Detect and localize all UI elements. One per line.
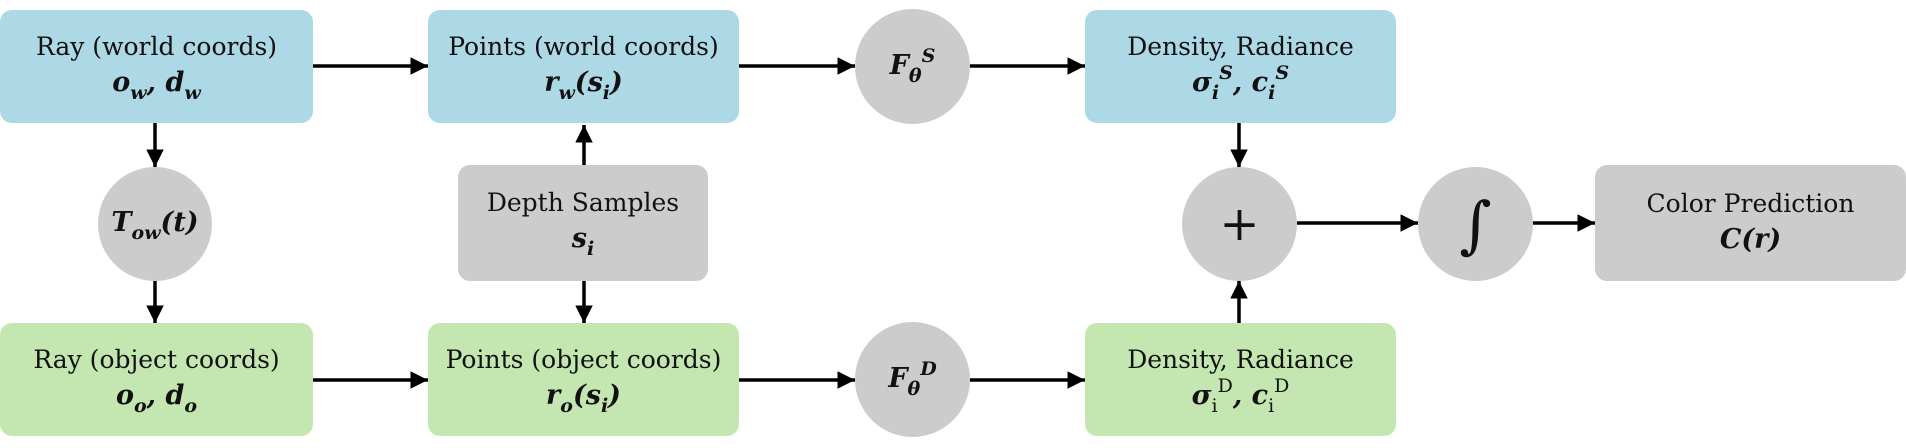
color-prediction-label: Color Prediction — [1646, 189, 1855, 218]
depth-samples-math: si — [571, 223, 595, 260]
integral-icon: ∫ — [1459, 187, 1492, 261]
integral-node: ∫ — [1418, 167, 1533, 281]
points-object-label: Points (object coords) — [445, 344, 722, 374]
ray-world-box: Ray (world coords) ow, dw — [0, 10, 313, 123]
plus-node: + — [1182, 167, 1297, 281]
plus-icon: + — [1219, 196, 1260, 252]
ray-object-math: oo, do — [115, 379, 198, 417]
color-prediction-box: Color Prediction C(r) — [1595, 165, 1906, 281]
points-object-box: Points (object coords) ro(si) — [428, 323, 739, 436]
density-dynamic-box: Density, Radiance σiD, ciD — [1085, 323, 1396, 436]
density-static-box: Density, Radiance σiS, ciS — [1085, 10, 1396, 123]
f-dynamic-math: FθD — [888, 357, 937, 400]
density-static-label: Density, Radiance — [1127, 31, 1354, 61]
depth-samples-label: Depth Samples — [486, 188, 680, 217]
density-dynamic-label: Density, Radiance — [1127, 344, 1354, 374]
density-static-math: σiS, ciS — [1191, 61, 1290, 104]
ray-object-box: Ray (object coords) oo, do — [0, 323, 313, 436]
f-static-math: FθS — [889, 44, 936, 87]
ray-world-math: ow, dw — [112, 66, 201, 104]
f-dynamic-node: FθD — [855, 322, 970, 437]
ray-object-label: Ray (object coords) — [33, 344, 280, 374]
transform-node: Tow(t) — [98, 167, 212, 281]
transform-math: Tow(t) — [111, 207, 199, 244]
depth-samples-box: Depth Samples si — [458, 165, 708, 281]
points-world-box: Points (world coords) rw(si) — [428, 10, 739, 123]
f-static-node: FθS — [855, 9, 970, 124]
ray-world-label: Ray (world coords) — [35, 31, 278, 61]
points-object-math: ro(si) — [546, 379, 621, 417]
points-world-label: Points (world coords) — [448, 31, 719, 61]
points-world-math: rw(si) — [544, 66, 623, 104]
color-prediction-math: C(r) — [1719, 224, 1782, 255]
density-dynamic-math: σiD, ciD — [1191, 374, 1290, 417]
